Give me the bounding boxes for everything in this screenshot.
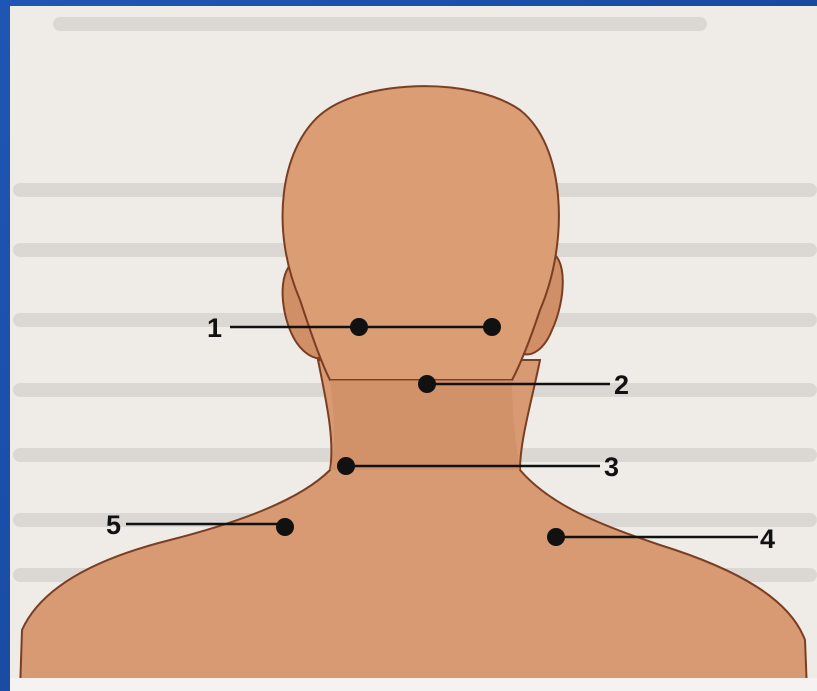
neck-points-diagram: 1 2 3 4 5	[10, 6, 817, 691]
label-point-5: 5	[106, 510, 121, 540]
point-4	[547, 528, 565, 546]
label-point-4: 4	[760, 524, 775, 554]
head	[283, 86, 559, 380]
label-point-1: 1	[207, 313, 222, 343]
point-1-left	[350, 318, 368, 336]
point-2	[418, 375, 436, 393]
point-5	[276, 518, 294, 536]
label-point-2: 2	[614, 370, 629, 400]
label-point-3: 3	[604, 452, 619, 482]
scanned-illustration: 1 2 3 4 5	[10, 6, 817, 691]
point-3	[337, 457, 355, 475]
point-1-right	[483, 318, 501, 336]
